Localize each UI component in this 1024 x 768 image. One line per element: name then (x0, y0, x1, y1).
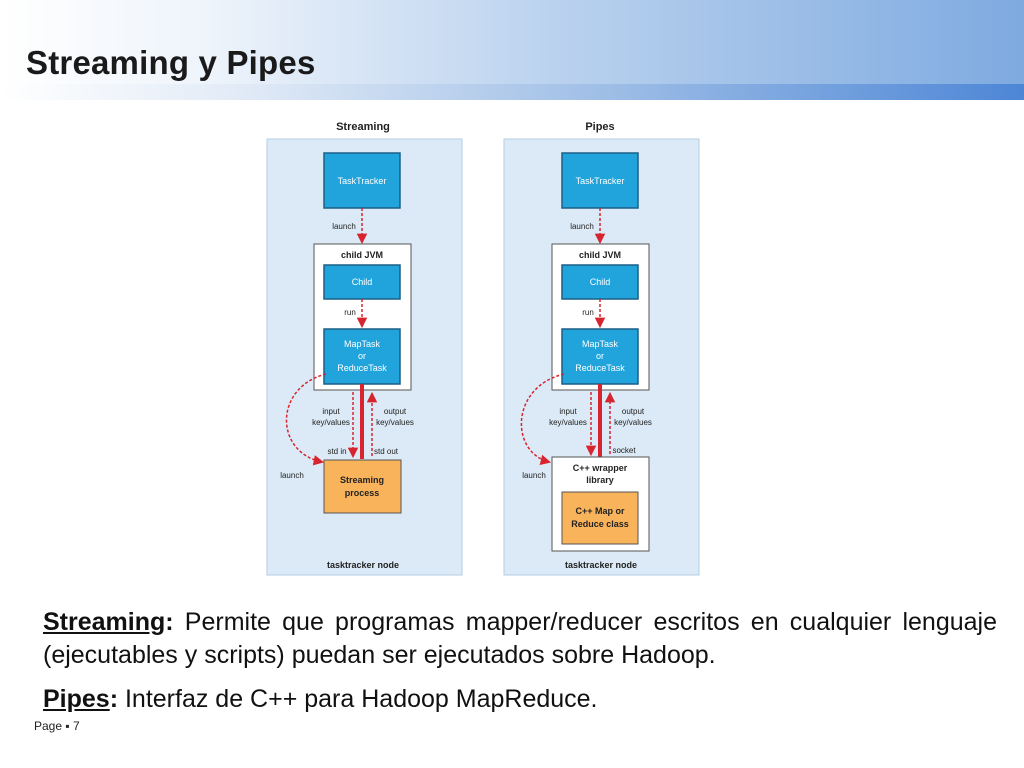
streaming-process-line-1: Streaming (340, 475, 384, 485)
streaming-jvm-label: child JVM (341, 250, 383, 260)
pipes-input-line-1: input (559, 407, 577, 416)
pipes-child-box (561, 264, 639, 300)
page-bullet: ▪ (65, 719, 70, 733)
pipes-wrapper-line-2: library (586, 475, 614, 485)
pipes-class-box (561, 491, 639, 545)
streaming-connector-bar (360, 384, 364, 459)
streaming-output-line-1: output (384, 407, 407, 416)
streaming-panel-title: Streaming (336, 121, 390, 133)
pipes-wrapper-line-1: C++ wrapper (573, 463, 628, 473)
streaming-run-label: run (344, 308, 356, 317)
pipes-description-text: Interfaz de C++ para Hadoop MapReduce. (118, 685, 598, 713)
streaming-input-line-2: key/values (312, 418, 350, 427)
streaming-description: Streaming: Permite que programas mapper/… (43, 606, 997, 672)
streaming-process-box (323, 459, 402, 514)
pipes-socket-label: socket (612, 446, 636, 455)
pipes-tasktracker-label: TaskTracker (576, 176, 625, 186)
pipes-output-line-1: output (622, 407, 645, 416)
streaming-std-in-label: std in (327, 447, 346, 456)
pipes-child-label: Child (590, 277, 611, 287)
pipes-colon: : (109, 685, 119, 713)
pipes-output-line-2: key/values (614, 418, 652, 427)
streaming-input-line-1: input (322, 407, 340, 416)
streaming-description-text: Permite que programas mapper/reducer esc… (43, 608, 997, 669)
streaming-output-line-2: key/values (376, 418, 414, 427)
page-footer: Page ▪ 7 (34, 719, 80, 733)
pipes-input-line-2: key/values (549, 418, 587, 427)
streaming-colon: : (165, 608, 174, 636)
pipes-maptask-line-3: ReduceTask (575, 363, 625, 373)
pipes-maptask-line-1: MapTask (582, 339, 619, 349)
pipes-jvm-label: child JVM (579, 250, 621, 260)
pipes-class-line-2: Reduce class (571, 519, 629, 529)
streaming-child-label: Child (352, 277, 373, 287)
pipes-maptask-box (561, 328, 639, 385)
streaming-launch-top-label: launch (332, 222, 356, 231)
slide-title: Streaming y Pipes (26, 44, 316, 81)
streaming-maptask-line-3: ReduceTask (337, 363, 387, 373)
pipes-launch-top-label: launch (570, 222, 594, 231)
header-band (0, 84, 1024, 100)
streaming-maptask-line-2: or (358, 351, 366, 361)
pipes-node-label: tasktracker node (565, 560, 637, 570)
pipes-term: Pipes (43, 685, 110, 713)
pipes-description: Pipes: Interfaz de C++ para Hadoop MapRe… (43, 683, 997, 716)
streaming-tasktracker-label: TaskTracker (338, 176, 387, 186)
pipes-panel-title: Pipes (585, 121, 614, 133)
streaming-side-launch-arrow (285, 373, 327, 466)
streaming-panel: Streaming TaskTracker launch child JVM C… (266, 121, 463, 576)
pipes-connector-bar (598, 384, 602, 457)
page-number: 7 (72, 719, 80, 733)
pipes-tasktracker-box (561, 152, 639, 209)
pipes-side-launch-label: launch (522, 471, 546, 480)
page-label: Page (34, 719, 63, 733)
streaming-side-launch-label: launch (280, 471, 304, 480)
pipes-panel: Pipes TaskTracker launch child JVM Child… (503, 121, 700, 576)
streaming-maptask-line-1: MapTask (344, 339, 381, 349)
header-gradient (0, 0, 1024, 84)
streaming-term: Streaming (43, 608, 166, 636)
pipes-class-line-1: C++ Map or (575, 506, 625, 516)
pipes-run-label: run (582, 308, 594, 317)
pipes-maptask-line-2: or (596, 351, 604, 361)
pipes-side-launch-arrow (520, 373, 565, 465)
streaming-tasktracker-box (323, 152, 401, 209)
streaming-process-line-2: process (345, 488, 380, 498)
streaming-child-box (323, 264, 401, 300)
streaming-maptask-box (323, 328, 401, 385)
streaming-pipes-diagram: Streaming TaskTracker launch child JVM C… (264, 112, 704, 582)
streaming-node-label: tasktracker node (327, 560, 399, 570)
streaming-std-out-label: std out (374, 447, 399, 456)
